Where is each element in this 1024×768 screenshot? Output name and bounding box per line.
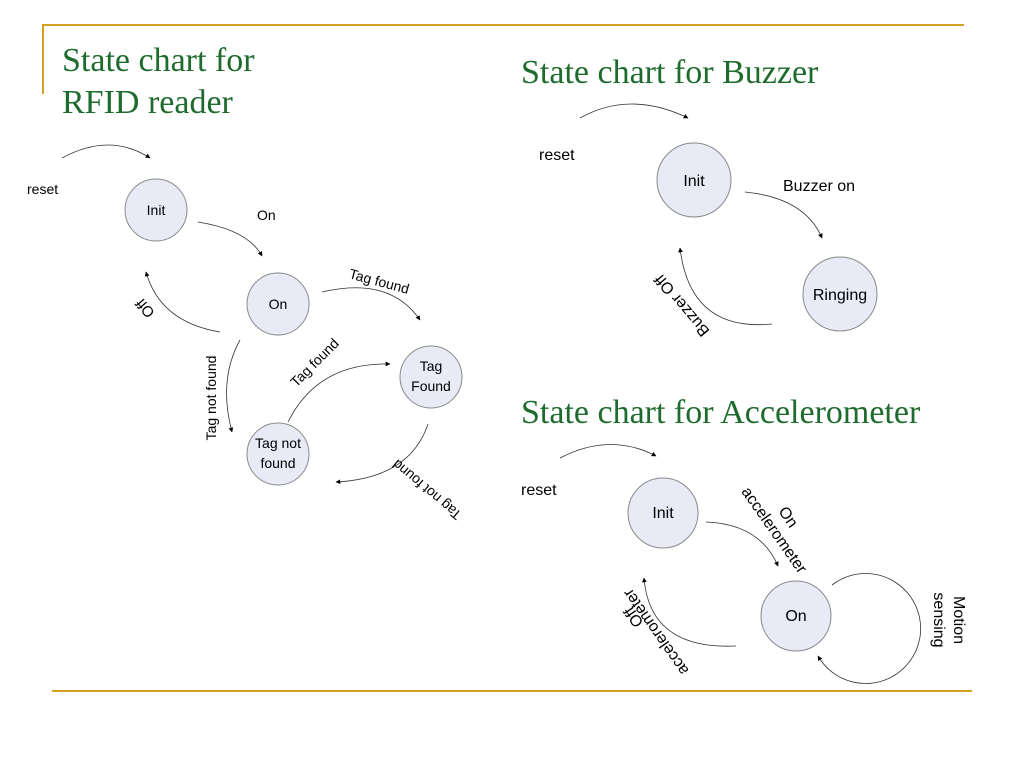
rfid-tag-found-label-1: Tag found <box>348 265 412 296</box>
buzzer-off-label: Buzzer Off <box>651 270 713 339</box>
rfid-off-arrow <box>144 271 221 333</box>
heading-accelerometer: State chart for Accelerometer <box>521 394 921 431</box>
accel-state-on-label: On <box>785 608 806 625</box>
rfid-tag-found-label-2: Tag found <box>287 335 342 390</box>
rfid-tag-not-found-arrow-1 <box>226 339 241 433</box>
heading-rfid: State chart for RFID reader <box>62 40 302 124</box>
rfid-tag-not-found-arrow-2 <box>335 423 429 485</box>
accel-motion-loop-arrow <box>817 573 922 684</box>
rfid-reset-label: reset <box>27 181 58 197</box>
rfid-state-tag-not-found <box>246 422 310 486</box>
rfid-tag-found-arrow-1 <box>321 287 421 321</box>
accel-state-init-label: Init <box>652 505 674 522</box>
accel-state-on <box>760 580 832 652</box>
accel-off-arrow <box>641 577 737 647</box>
rfid-tag-not-found-label-1: Tag not found <box>203 356 219 441</box>
rfid-tag-not-found-label-2: Tag not found <box>389 456 464 523</box>
left-rule <box>42 24 44 94</box>
buzzer-off-arrow <box>678 247 773 326</box>
top-rule <box>42 24 964 26</box>
buzzer-on-label: Buzzer on <box>783 178 855 195</box>
rfid-chart: reset Init On Tag Found Tag not found On… <box>27 144 464 523</box>
bottom-rule <box>52 690 972 692</box>
accelerometer-chart: reset Init On On accelerometer Off accel… <box>521 444 967 684</box>
rfid-on-arrow <box>197 221 263 257</box>
rfid-off-label: Off <box>132 294 158 321</box>
accel-reset-arrow <box>559 444 657 459</box>
buzzer-chart: reset Init Ringing Buzzer on Buzzer Off <box>539 103 878 339</box>
buzzer-state-ringing-label: Ringing <box>813 287 867 304</box>
rfid-state-init <box>124 178 188 242</box>
accel-off-label-2: accelerometer <box>620 585 692 678</box>
rfid-state-tag-not-found-label-1: Tag not <box>255 435 301 451</box>
accel-reset-label: reset <box>521 482 557 499</box>
rfid-state-on <box>246 272 310 336</box>
rfid-state-tag-not-found-label-2: found <box>260 455 295 471</box>
accel-motion-label-2: sensing <box>930 592 947 647</box>
rfid-state-tag-found-label-2: Found <box>411 378 451 394</box>
accel-state-init <box>627 477 699 549</box>
heading-buzzer: State chart for Buzzer <box>521 54 819 91</box>
accel-on-arrow <box>705 521 779 567</box>
buzzer-state-init <box>656 142 732 218</box>
buzzer-state-init-label: Init <box>683 173 705 190</box>
rfid-reset-arrow <box>61 144 151 159</box>
heading-rfid-text: State chart for RFID reader <box>62 42 255 121</box>
accel-motion-label-1: Motion <box>950 596 967 644</box>
rfid-tag-found-arrow-2 <box>287 361 391 423</box>
buzzer-reset-label: reset <box>539 147 575 164</box>
rfid-state-init-label: Init <box>147 202 166 218</box>
rfid-state-tag-found-label-1: Tag <box>420 358 443 374</box>
rfid-state-on-label: On <box>269 296 288 312</box>
buzzer-state-ringing <box>802 256 878 332</box>
buzzer-reset-arrow <box>579 103 689 119</box>
rfid-state-tag-found <box>399 345 463 409</box>
accel-on-label-2: accelerometer <box>738 484 810 577</box>
rfid-on-label: On <box>257 207 276 223</box>
buzzer-on-arrow <box>744 191 823 239</box>
